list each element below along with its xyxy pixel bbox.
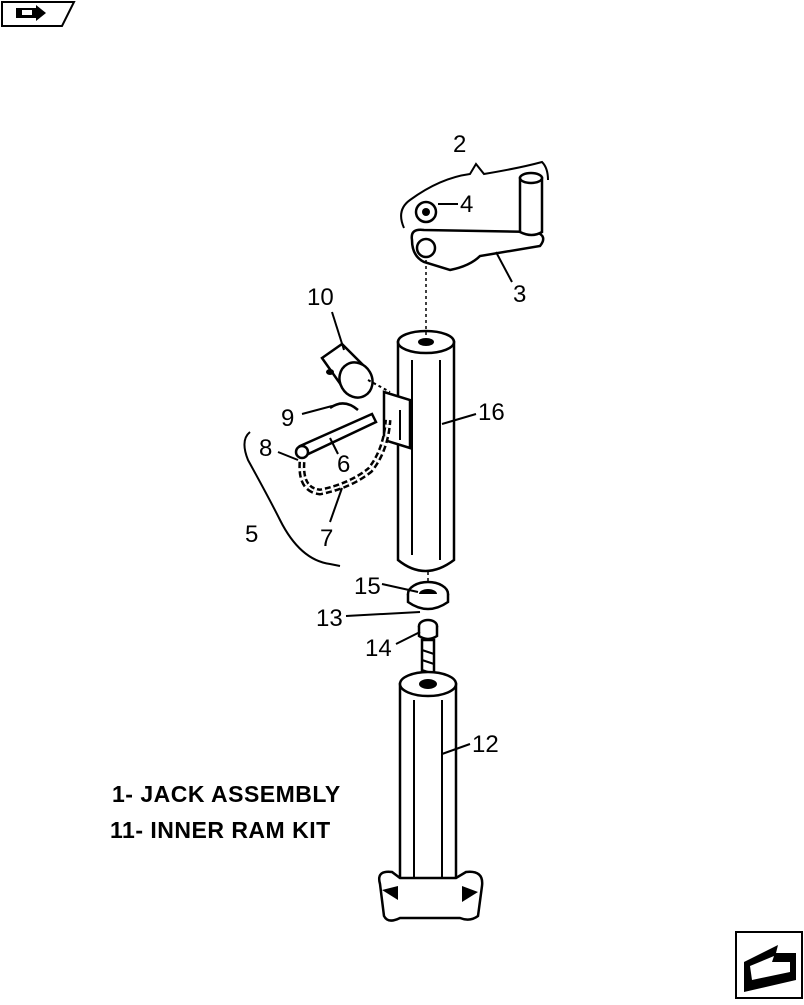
callout-4: 4 [460, 191, 473, 218]
callout-10: 10 [307, 284, 334, 311]
nut-part [417, 618, 439, 641]
callout-9: 9 [281, 405, 294, 432]
callout-3: 3 [513, 281, 526, 308]
callout-16: 16 [478, 399, 505, 426]
chain-part [298, 419, 392, 496]
callout-6: 6 [337, 451, 350, 478]
legend-jack-assembly: 1- JACK ASSEMBLY [112, 781, 341, 807]
inner-ram-part [378, 670, 484, 922]
washer-part [406, 580, 450, 611]
sleeve-part [320, 342, 374, 399]
callout-12: 12 [472, 731, 499, 758]
pin-part [294, 402, 378, 460]
outer-tube-part [382, 329, 456, 573]
next-page-icon[interactable] [735, 931, 803, 999]
previous-page-icon[interactable] [1, 1, 76, 27]
callout-15: 15 [354, 573, 381, 600]
bushing-part [414, 200, 438, 224]
group-5-bracket [243, 431, 341, 567]
group-2-bracket [400, 160, 549, 229]
callout-14: 14 [365, 635, 392, 662]
callout-8: 8 [259, 435, 272, 462]
callout-2: 2 [453, 131, 466, 158]
callout-13: 13 [316, 605, 343, 632]
crank-handle-part [410, 171, 545, 272]
callout-5: 5 [245, 521, 258, 548]
callout-7: 7 [320, 525, 333, 552]
legend-inner-ram-kit: 11- INNER RAM KIT [110, 817, 331, 843]
leader-lines [277, 203, 513, 755]
